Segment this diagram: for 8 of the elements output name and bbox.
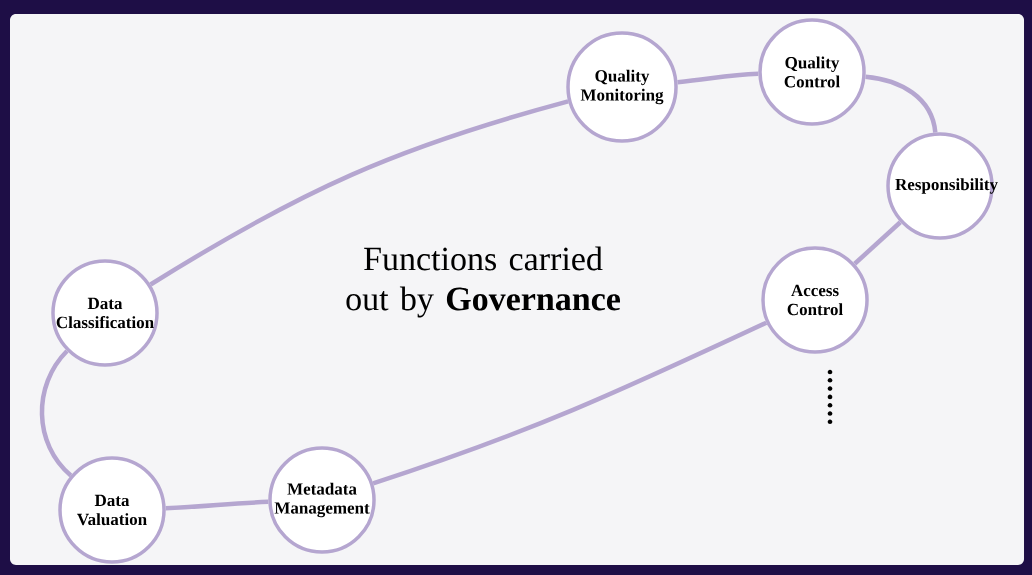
connector-line: [39, 349, 73, 478]
connector-line: [865, 74, 938, 133]
connector-line: [372, 320, 768, 486]
connector-line: [149, 99, 569, 287]
connector-line: [677, 71, 759, 85]
title-text: Functions carried out by Governance: [346, 246, 620, 318]
connector-line: [165, 499, 269, 511]
connector-line: [853, 220, 902, 266]
